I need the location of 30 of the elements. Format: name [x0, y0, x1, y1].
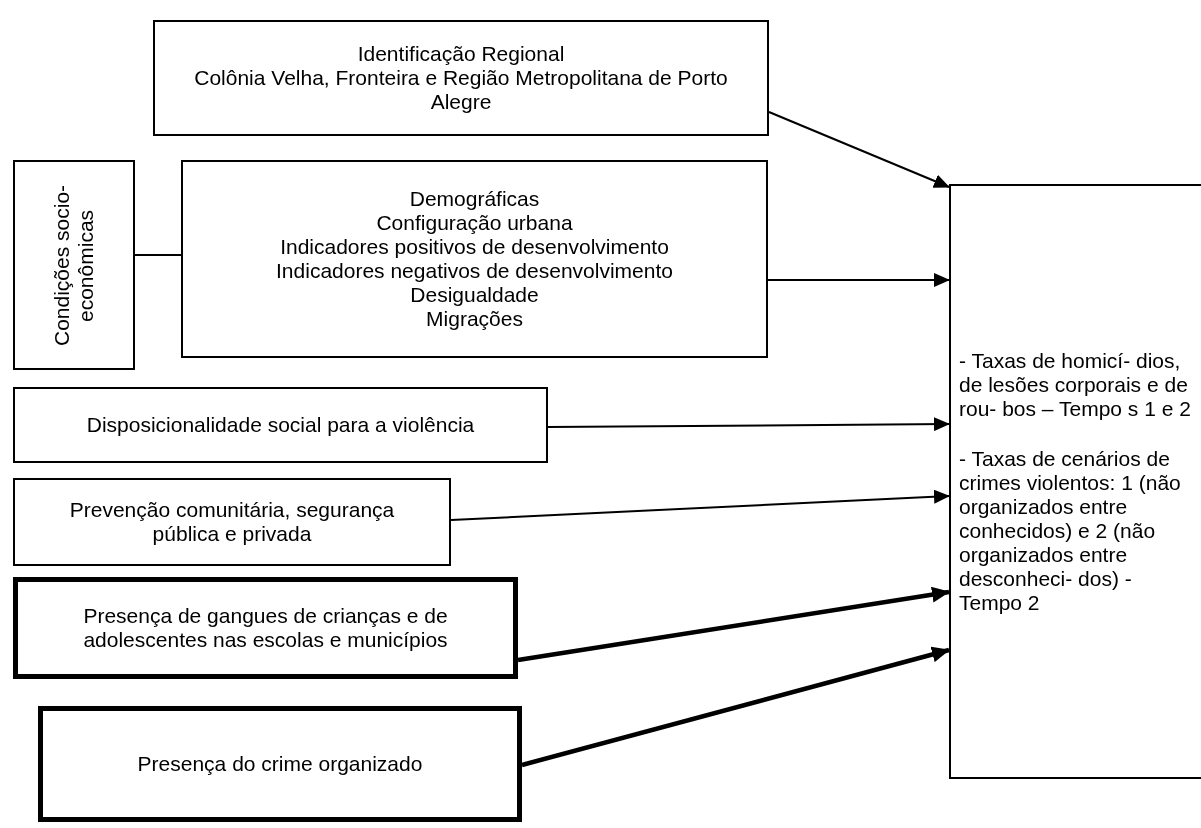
box-label: - Taxas de homicí- dios, de lesões corporais e de rou- bos – Tempo s 1 e 2: [959, 348, 1191, 421]
text-box: [153, 20, 769, 136]
box-label: Presença do crime organizado: [137, 752, 423, 776]
box-label: Migrações: [426, 307, 523, 331]
text-box: [38, 706, 522, 822]
text-box: [13, 577, 518, 679]
box-label: Condições socio- econômicas: [50, 183, 98, 348]
arrow: [450, 489, 950, 521]
box-label: Indicadores negativos de desenvolvimento: [276, 259, 673, 283]
text-box: [13, 387, 548, 463]
box-label: Disposicionalidade social para a violência: [86, 413, 475, 437]
box-label: Prevenção comunitária, segurança pública e privada: [68, 498, 396, 546]
arrow: [517, 586, 950, 663]
box-label: Identificação Regional: [357, 42, 565, 66]
box-label: Colônia Velha, Fronteira e Região Metropolitana de Porto Alegre: [193, 66, 729, 114]
arrow: [767, 273, 950, 287]
text-box: [181, 160, 768, 358]
arrow: [768, 111, 950, 188]
box-label: Configuração urbana: [376, 211, 573, 235]
box-label: Demográficas: [409, 187, 540, 211]
text-box: [13, 478, 451, 566]
text-box: [13, 160, 135, 370]
arrow: [521, 646, 950, 768]
text-box: [949, 184, 1201, 779]
box-label: Indicadores positivos de desenvolvimento: [280, 235, 669, 259]
box-label: - Taxas de cenários de crimes violentos: 1 (não organizados entre conhecidos) e 2 (não organizados entre desconheci- dos) - Tempo 2: [959, 446, 1182, 615]
connector-line: [134, 254, 182, 256]
box-label: Presença de gangues de crianças e de adolescentes nas escolas e municípios: [82, 604, 449, 652]
arrow: [547, 417, 950, 432]
box-label: Desigualdade: [410, 283, 539, 307]
